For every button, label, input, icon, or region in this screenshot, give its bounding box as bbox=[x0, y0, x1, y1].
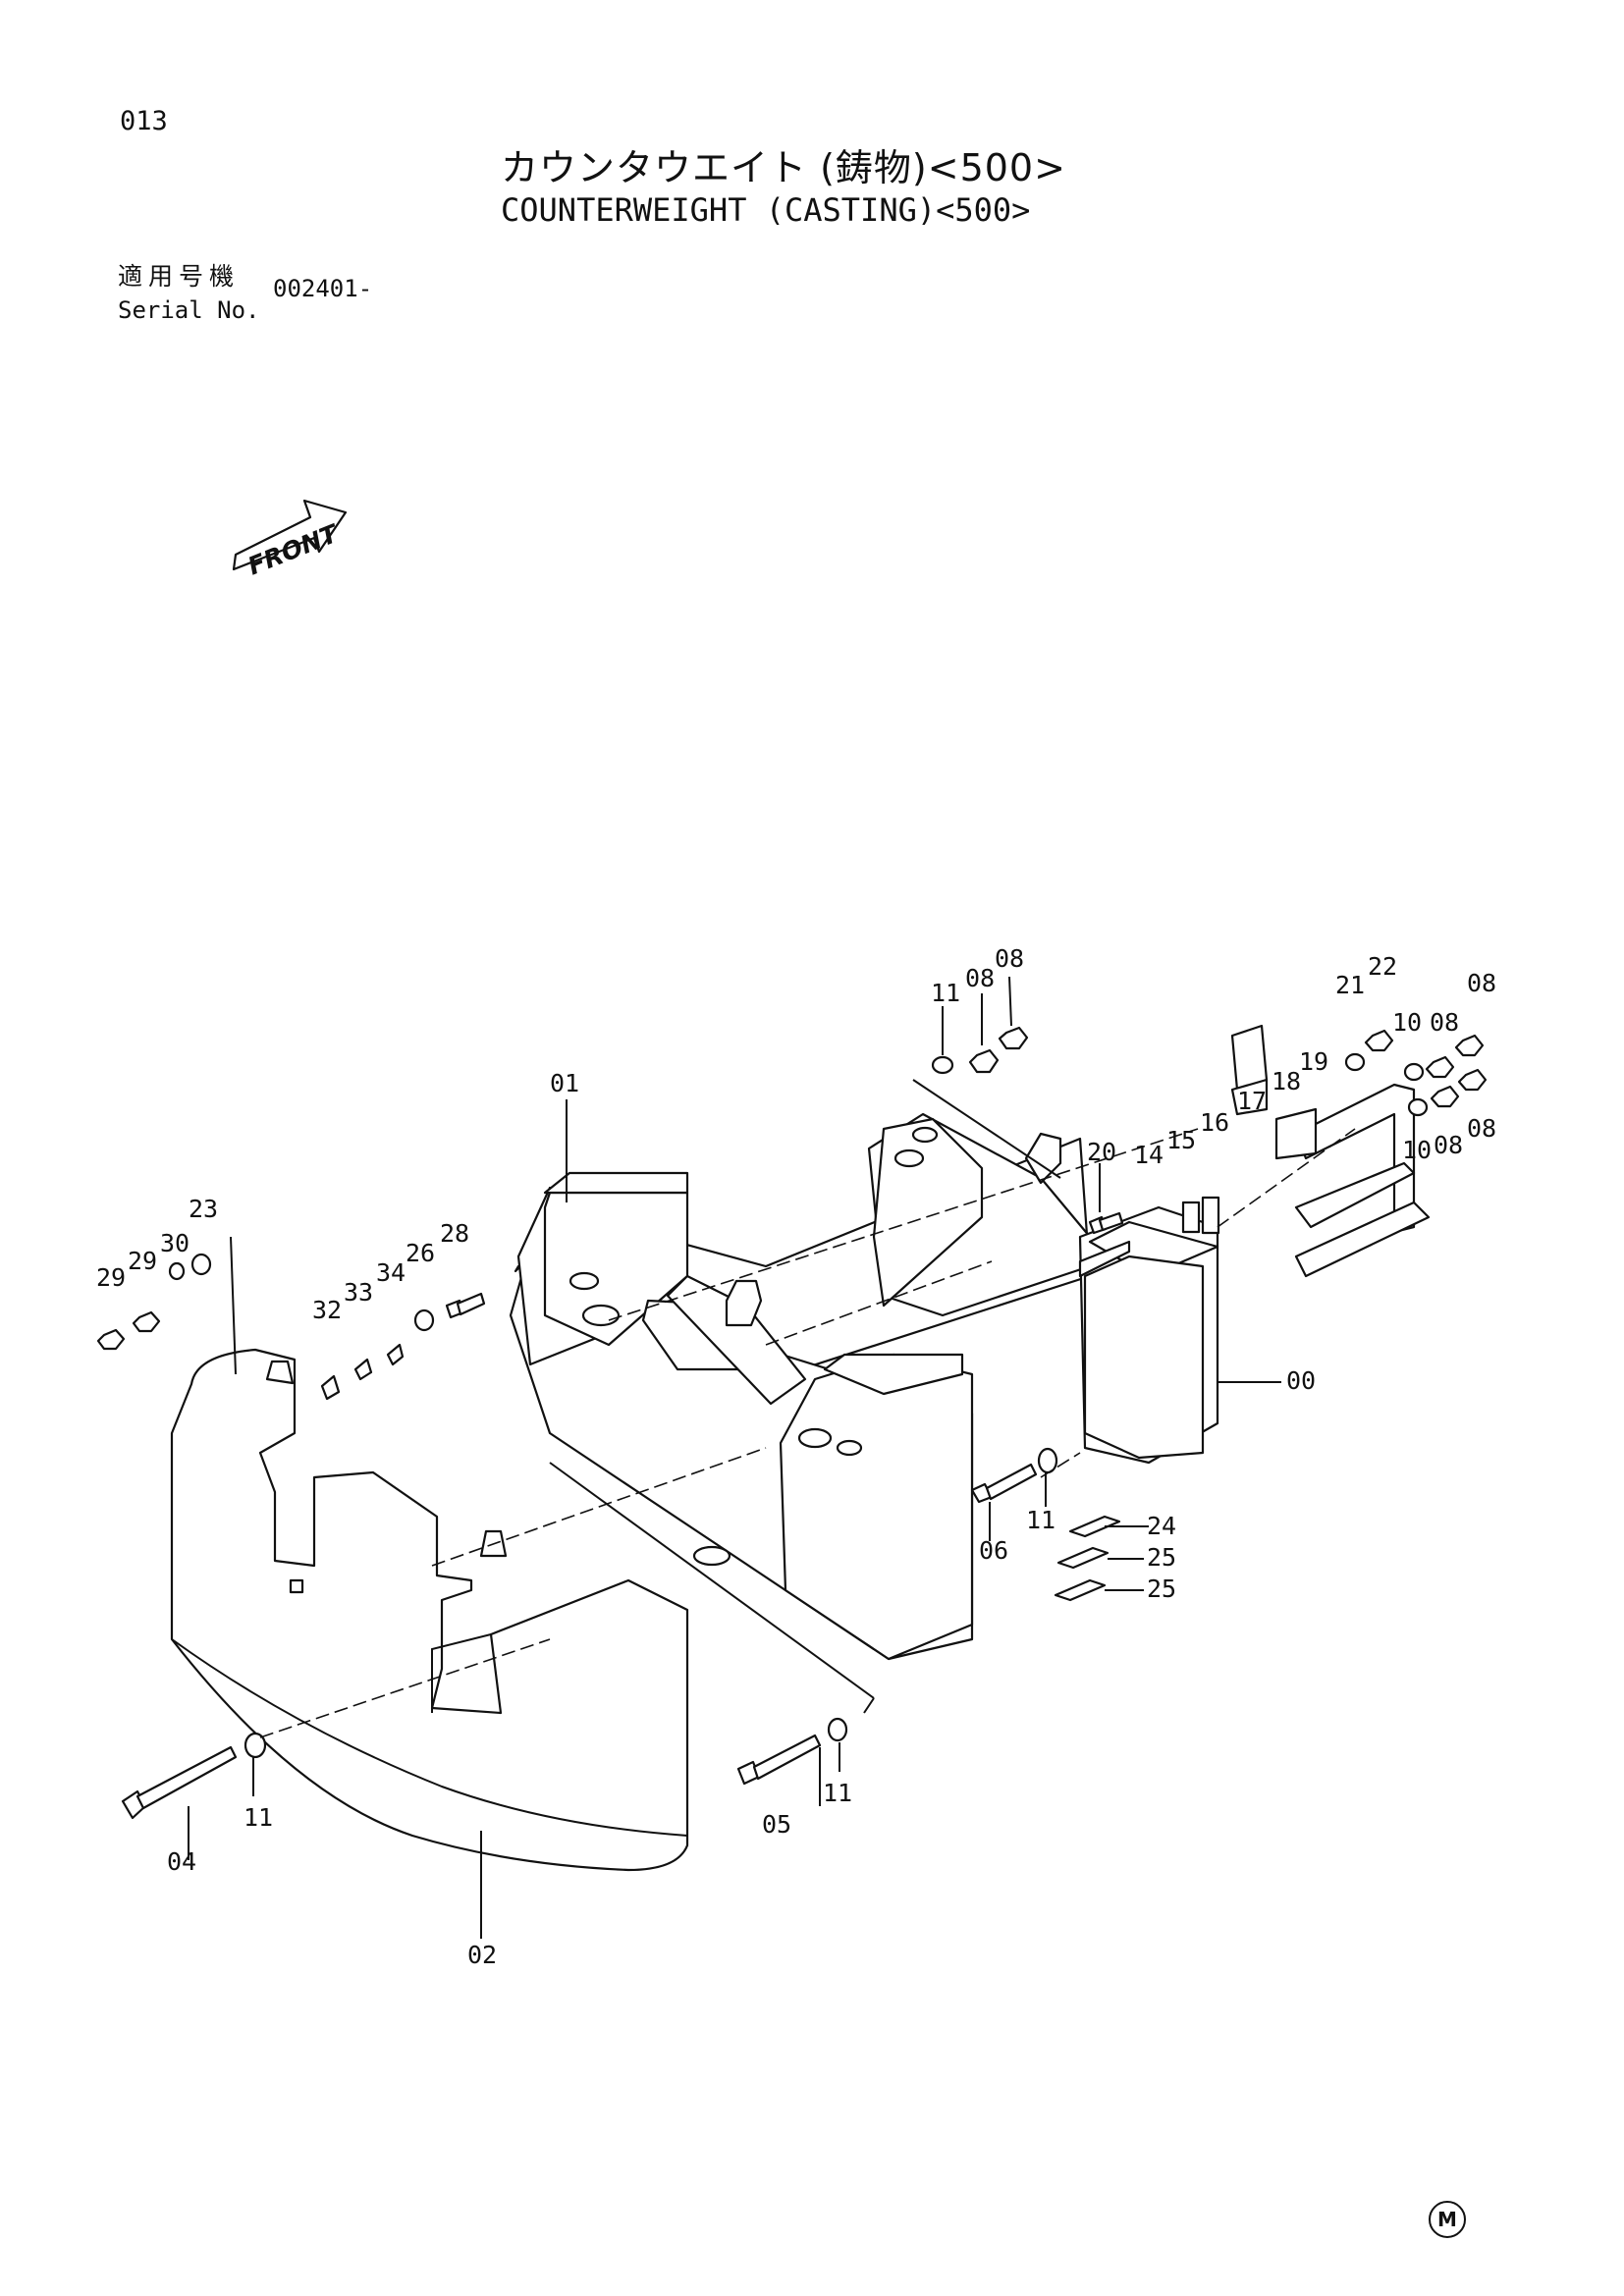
shim-icon-set bbox=[320, 1343, 1121, 1602]
label-25a: 25 bbox=[1147, 1543, 1176, 1572]
label-18: 18 bbox=[1272, 1067, 1301, 1095]
label-04: 04 bbox=[167, 1847, 196, 1876]
label-08b: 08 bbox=[995, 944, 1024, 973]
label-24: 24 bbox=[1147, 1512, 1176, 1540]
bolt-20-icon bbox=[1088, 1211, 1124, 1235]
label-29a: 29 bbox=[96, 1263, 126, 1292]
bolt-28-icon bbox=[445, 1292, 486, 1319]
nut-icon-set bbox=[96, 1026, 1488, 1351]
assembly-guide-lines bbox=[259, 1079, 1356, 1738]
front-arrow-icon: FRONT bbox=[232, 499, 348, 581]
label-32: 32 bbox=[312, 1296, 342, 1324]
label-02: 02 bbox=[467, 1941, 497, 1969]
label-33: 33 bbox=[344, 1278, 373, 1307]
serial-label-english: Serial No. bbox=[118, 296, 260, 324]
bolt-06-icon bbox=[970, 1463, 1038, 1504]
manufacturer-mark-icon: M bbox=[1429, 2201, 1466, 2238]
label-10a: 10 bbox=[1392, 1008, 1422, 1037]
label-08a: 08 bbox=[965, 964, 995, 992]
label-22: 22 bbox=[1368, 952, 1397, 981]
label-29b: 29 bbox=[128, 1247, 157, 1275]
label-15: 15 bbox=[1166, 1126, 1196, 1154]
label-11a: 11 bbox=[931, 979, 960, 1007]
counterweight-frame-part bbox=[509, 1112, 1219, 1661]
label-21: 21 bbox=[1335, 971, 1365, 999]
label-26: 26 bbox=[406, 1239, 435, 1267]
page-title-english: COUNTERWEIGHT (CASTING)<500> bbox=[501, 191, 1031, 229]
label-34: 34 bbox=[376, 1258, 406, 1287]
serial-label-japanese: 適用号機 bbox=[118, 262, 241, 291]
label-00: 00 bbox=[1286, 1366, 1316, 1395]
label-30: 30 bbox=[160, 1229, 189, 1257]
label-08f: 08 bbox=[1467, 1114, 1496, 1143]
callout-leader-lines bbox=[188, 976, 1281, 1939]
label-11c: 11 bbox=[823, 1779, 852, 1807]
label-17: 17 bbox=[1237, 1087, 1267, 1115]
page-title-japanese: カウンタウエイト (鋳物)<500> bbox=[501, 146, 1066, 189]
label-16: 16 bbox=[1200, 1108, 1229, 1137]
label-08d: 08 bbox=[1467, 969, 1496, 997]
part-number-labels: 00 01 02 04 05 06 08 08 08 08 08 08 10 1… bbox=[96, 944, 1496, 1969]
label-25b: 25 bbox=[1147, 1575, 1176, 1603]
page-number: 013 bbox=[120, 106, 168, 136]
label-20: 20 bbox=[1087, 1138, 1116, 1166]
label-08e: 08 bbox=[1434, 1131, 1463, 1159]
label-23: 23 bbox=[189, 1195, 218, 1223]
label-11b: 11 bbox=[244, 1803, 273, 1832]
label-28: 28 bbox=[440, 1219, 469, 1248]
label-06: 06 bbox=[979, 1536, 1008, 1565]
label-19: 19 bbox=[1299, 1047, 1328, 1076]
bolt-05-icon bbox=[736, 1734, 822, 1786]
label-10b: 10 bbox=[1402, 1136, 1432, 1164]
serial-number-value: 002401- bbox=[273, 275, 373, 302]
label-11d: 11 bbox=[1026, 1506, 1056, 1534]
bracket-assembly-part bbox=[1181, 1024, 1431, 1278]
label-01: 01 bbox=[550, 1069, 579, 1097]
label-05: 05 bbox=[762, 1810, 791, 1839]
side-counterweight-part bbox=[1078, 1240, 1205, 1460]
label-08c: 08 bbox=[1430, 1008, 1459, 1037]
bolt-04-icon bbox=[121, 1745, 238, 1820]
label-14: 14 bbox=[1134, 1141, 1164, 1169]
